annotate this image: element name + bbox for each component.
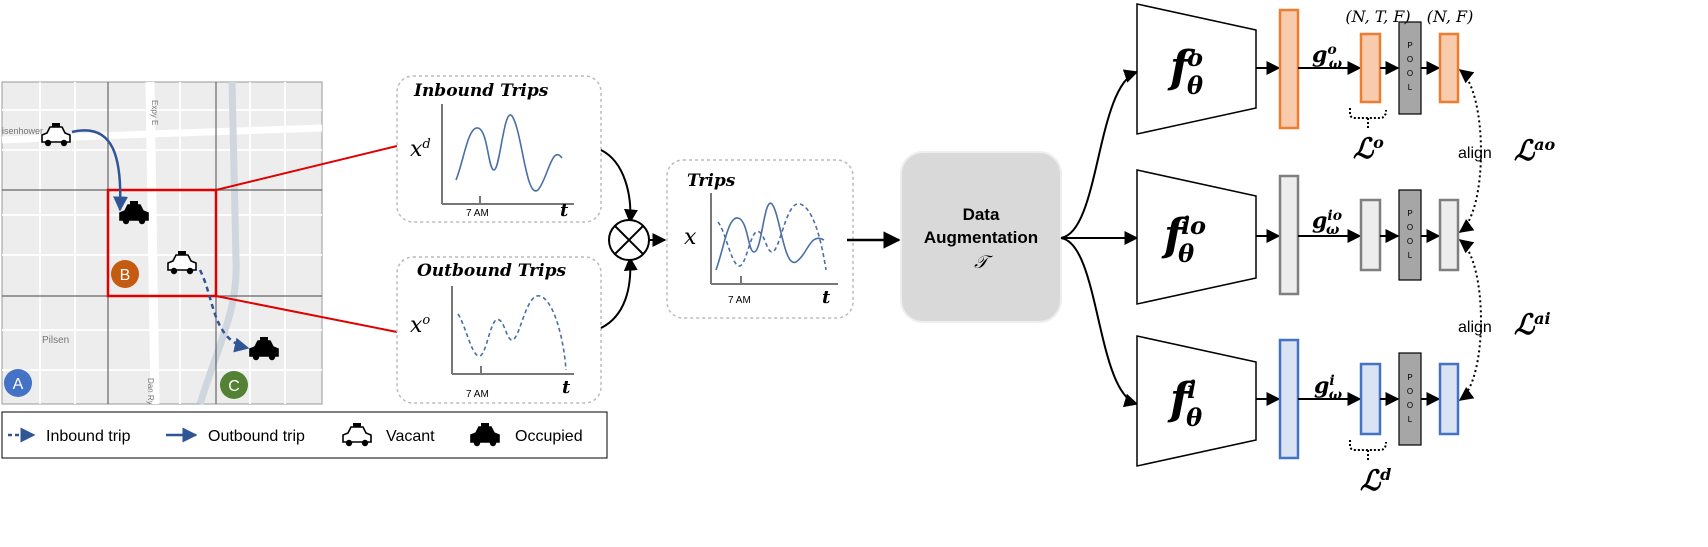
loss-align-inbound-label: ℒai <box>1514 308 1551 341</box>
trips-dashed-curve <box>717 203 827 271</box>
inbound-x-label: t <box>560 200 569 221</box>
pooled-inbound <box>1438 362 1460 436</box>
inbound-trips-curve <box>455 114 563 192</box>
outbound-trips-title: Outbound Trips <box>417 261 566 281</box>
region-badge-b <box>111 260 139 288</box>
inbound-trip-path <box>198 269 250 353</box>
neighborhood-label-pilsen: Pilsen <box>42 335 69 346</box>
loss-align-outbound-label: ℒao <box>1514 134 1556 167</box>
region-badge-a <box>4 369 32 397</box>
align-arrow-inbound <box>1458 239 1482 401</box>
align-label-bottom: align <box>1458 319 1492 336</box>
street-label-dan-ryan: Dan Ry <box>146 378 155 405</box>
projection-inbound <box>1359 362 1382 436</box>
augmentation-label-line1: Data <box>963 205 1000 224</box>
trips-x-tick: 7 AM <box>728 295 751 306</box>
city-map: isenhower Expy E Dan Ry Pilsen A B C <box>1 81 323 406</box>
trips-title: Trips <box>687 171 736 191</box>
align-arrow-outbound <box>1458 69 1482 233</box>
pool-layer-outbound <box>1398 21 1422 115</box>
trips-solid-curve <box>715 202 825 271</box>
outbound-trips-panel: Outbound Trips xo 7 AM t <box>396 256 602 404</box>
trips-panel: Trips x 7 AM t <box>666 159 854 319</box>
inbound-trips-title: Inbound Trips <box>413 81 549 101</box>
outbound-trips-curve <box>457 295 567 371</box>
outbound-y-label: xo <box>410 313 430 338</box>
embedding-inbound <box>1278 338 1300 460</box>
legend-inbound-label: Inbound trip <box>46 428 131 445</box>
projection-combined <box>1359 198 1382 272</box>
street-label-eisenhower: isenhower <box>2 126 43 136</box>
augmentation-label-line2: Augmentation <box>924 228 1038 247</box>
loss-inbound-label: ℒd <box>1360 464 1391 497</box>
loss-outbound-label: ℒo <box>1353 132 1384 165</box>
pooled-combined <box>1438 198 1460 272</box>
outbound-to-combine-arrow <box>600 256 638 329</box>
region-badge-c-label: C <box>228 378 240 395</box>
shape-label-pre-pool: (N, T, F) <box>1345 7 1410 26</box>
legend-occupied-label: Occupied <box>515 428 583 445</box>
river <box>196 81 240 406</box>
outbound-x-tick: 7 AM <box>466 389 489 400</box>
region-badge-a-label: A <box>13 376 24 393</box>
pool-layer-inbound <box>1398 352 1422 446</box>
encoder-inbound <box>1136 335 1257 467</box>
augmentation-to-top-arrow <box>1060 69 1139 239</box>
trips-y-label: x <box>684 225 697 250</box>
embedding-outbound <box>1278 8 1300 130</box>
outbound-x-label: t <box>562 377 571 398</box>
inbound-trips-panel: Inbound Trips xd 7 AM t <box>396 75 602 223</box>
align-label-top: align <box>1458 145 1492 162</box>
embedding-combined <box>1278 174 1300 296</box>
legend-vacant-label: Vacant <box>386 428 435 445</box>
eisenhower-expressway <box>1 124 323 144</box>
pooled-outbound <box>1438 32 1460 104</box>
trips-x-label: t <box>822 287 831 308</box>
region-badge-c <box>220 371 248 399</box>
legend: Inbound trip Outbound trip Vacant Occupi… <box>1 411 608 459</box>
inbound-to-combine-arrow <box>600 149 638 224</box>
encoder-outbound <box>1136 3 1257 135</box>
zoom-line-outbound <box>215 295 398 333</box>
pool-layer-combined <box>1398 189 1422 281</box>
highlighted-region <box>106 188 218 298</box>
zoom-line-inbound <box>215 145 398 191</box>
augmentation-to-bottom-arrow <box>1060 237 1139 408</box>
street-label-expy: Expy E <box>150 100 159 125</box>
alignment: align align ℒao ℒai <box>1458 69 1556 401</box>
encoder-combined <box>1136 169 1257 305</box>
data-augmentation-block: Data Augmentation 𝒯 <box>900 151 1062 323</box>
projection-outbound <box>1359 32 1382 104</box>
legend-outbound-label: Outbound trip <box>208 428 305 445</box>
inbound-y-label: xd <box>410 137 431 162</box>
combine-operator-icon <box>608 219 650 261</box>
region-badge-b-label: B <box>120 267 131 284</box>
outbound-trip-path <box>71 129 129 212</box>
shape-label-post-pool: (N, F) <box>1427 7 1474 26</box>
inbound-x-tick: 7 AM <box>466 208 489 219</box>
dan-ryan-expressway <box>145 81 160 405</box>
